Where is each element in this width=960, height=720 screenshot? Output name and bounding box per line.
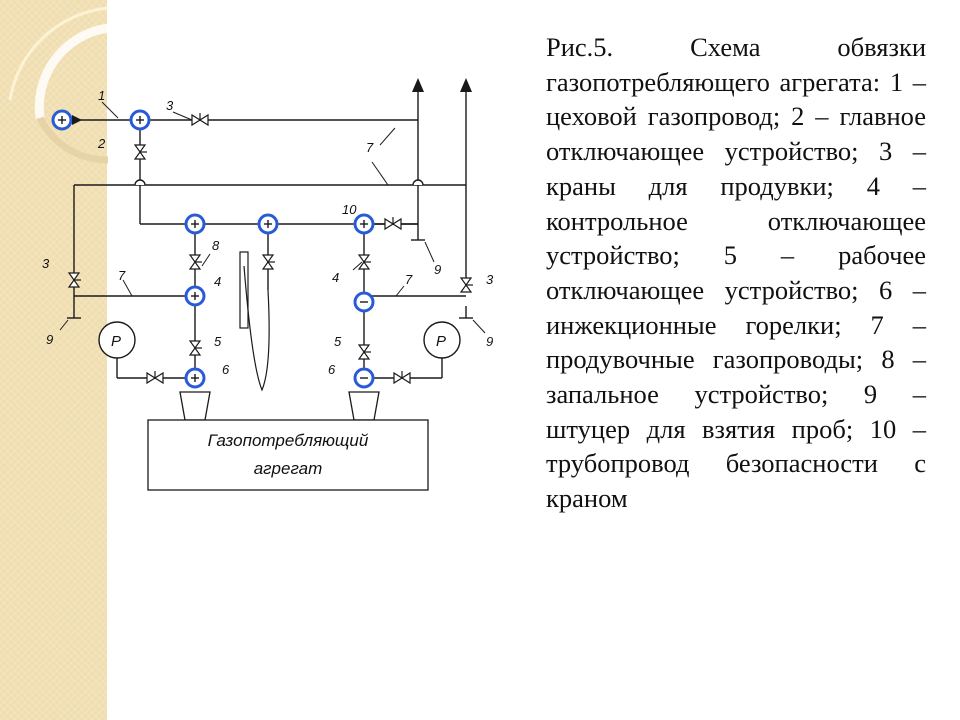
- decorative-arc: [36, 116, 109, 164]
- label-9: 9: [486, 334, 493, 349]
- purge-valve-icon: [68, 272, 82, 288]
- label-4: 4: [332, 270, 339, 285]
- manometer: P: [98, 321, 136, 359]
- sample-fitting: [459, 306, 486, 334]
- flow-to-icon: [184, 367, 206, 389]
- manometer-label: P: [111, 333, 121, 350]
- callout-labels: 1 2 3 3 3 4 4 5 5 6 6 7 7 7 8 9 9 9 10: [42, 88, 494, 377]
- gas-unit-box: Газопотребляющий агрегат: [147, 419, 429, 491]
- figure-caption: Рис.5. Схема обвязки газопотребляющего а…: [546, 32, 926, 514]
- pilot-valve-icon: [262, 254, 276, 270]
- purge-valve-icon: [191, 112, 209, 126]
- vent-arrow-icon: [460, 78, 472, 92]
- piping-diagram: P P Газопотребляющий агрегат 1 2 3 3 3 4…: [8, 6, 494, 491]
- label-7: 7: [366, 140, 374, 155]
- unit-label-line1: Газопотребляющий: [208, 431, 369, 450]
- label-9: 9: [46, 332, 53, 347]
- flow-from-icon: [353, 367, 375, 389]
- label-2: 2: [97, 136, 106, 151]
- pilot-device: [239, 251, 270, 392]
- label-4: 4: [214, 274, 221, 289]
- label-1: 1: [98, 88, 105, 103]
- decorative-arc: [34, 23, 109, 119]
- flow-to-icon: [184, 285, 206, 307]
- burner: [179, 391, 211, 421]
- manometer-label: P: [436, 333, 446, 350]
- label-6: 6: [222, 362, 230, 377]
- decorative-arc: [8, 6, 109, 101]
- label-10: 10: [342, 202, 357, 217]
- label-9: 9: [434, 262, 441, 277]
- flow-to-icon: [184, 213, 206, 235]
- manometer-valve-icon: [146, 370, 164, 384]
- safety-valve-icon: [384, 216, 402, 230]
- manometer: P: [423, 321, 461, 359]
- working-valve-icon: [189, 340, 203, 356]
- flow-nodes: [51, 109, 375, 389]
- vent-arrow-icon: [412, 78, 424, 92]
- flow-from-icon: [353, 291, 375, 313]
- main-shutoff-valve-icon: [134, 144, 148, 160]
- label-6: 6: [328, 362, 336, 377]
- burner: [348, 391, 380, 421]
- flow-to-icon: [51, 109, 73, 131]
- sample-fitting: [411, 234, 435, 263]
- inlet-arrow-icon: [72, 115, 82, 125]
- label-3: 3: [42, 256, 50, 271]
- pipe-crossover: [412, 179, 424, 186]
- flow-to-icon: [353, 213, 375, 235]
- manometer-valve-icon: [393, 370, 411, 384]
- label-3: 3: [166, 98, 174, 113]
- purge-valve-icon: [460, 277, 474, 293]
- label-7: 7: [118, 268, 126, 283]
- label-5: 5: [334, 334, 342, 349]
- control-valve-icon: [189, 254, 203, 270]
- pipe-crossover: [134, 179, 146, 186]
- working-valve-icon: [358, 344, 372, 360]
- label-3: 3: [486, 272, 494, 287]
- label-5: 5: [214, 334, 222, 349]
- flow-to-icon: [129, 109, 151, 131]
- flow-to-icon: [257, 213, 279, 235]
- sample-fitting: [59, 305, 81, 331]
- control-valve-icon: [358, 254, 372, 270]
- label-8: 8: [212, 238, 220, 253]
- unit-label-line2: агрегат: [254, 459, 323, 478]
- label-7: 7: [405, 272, 413, 287]
